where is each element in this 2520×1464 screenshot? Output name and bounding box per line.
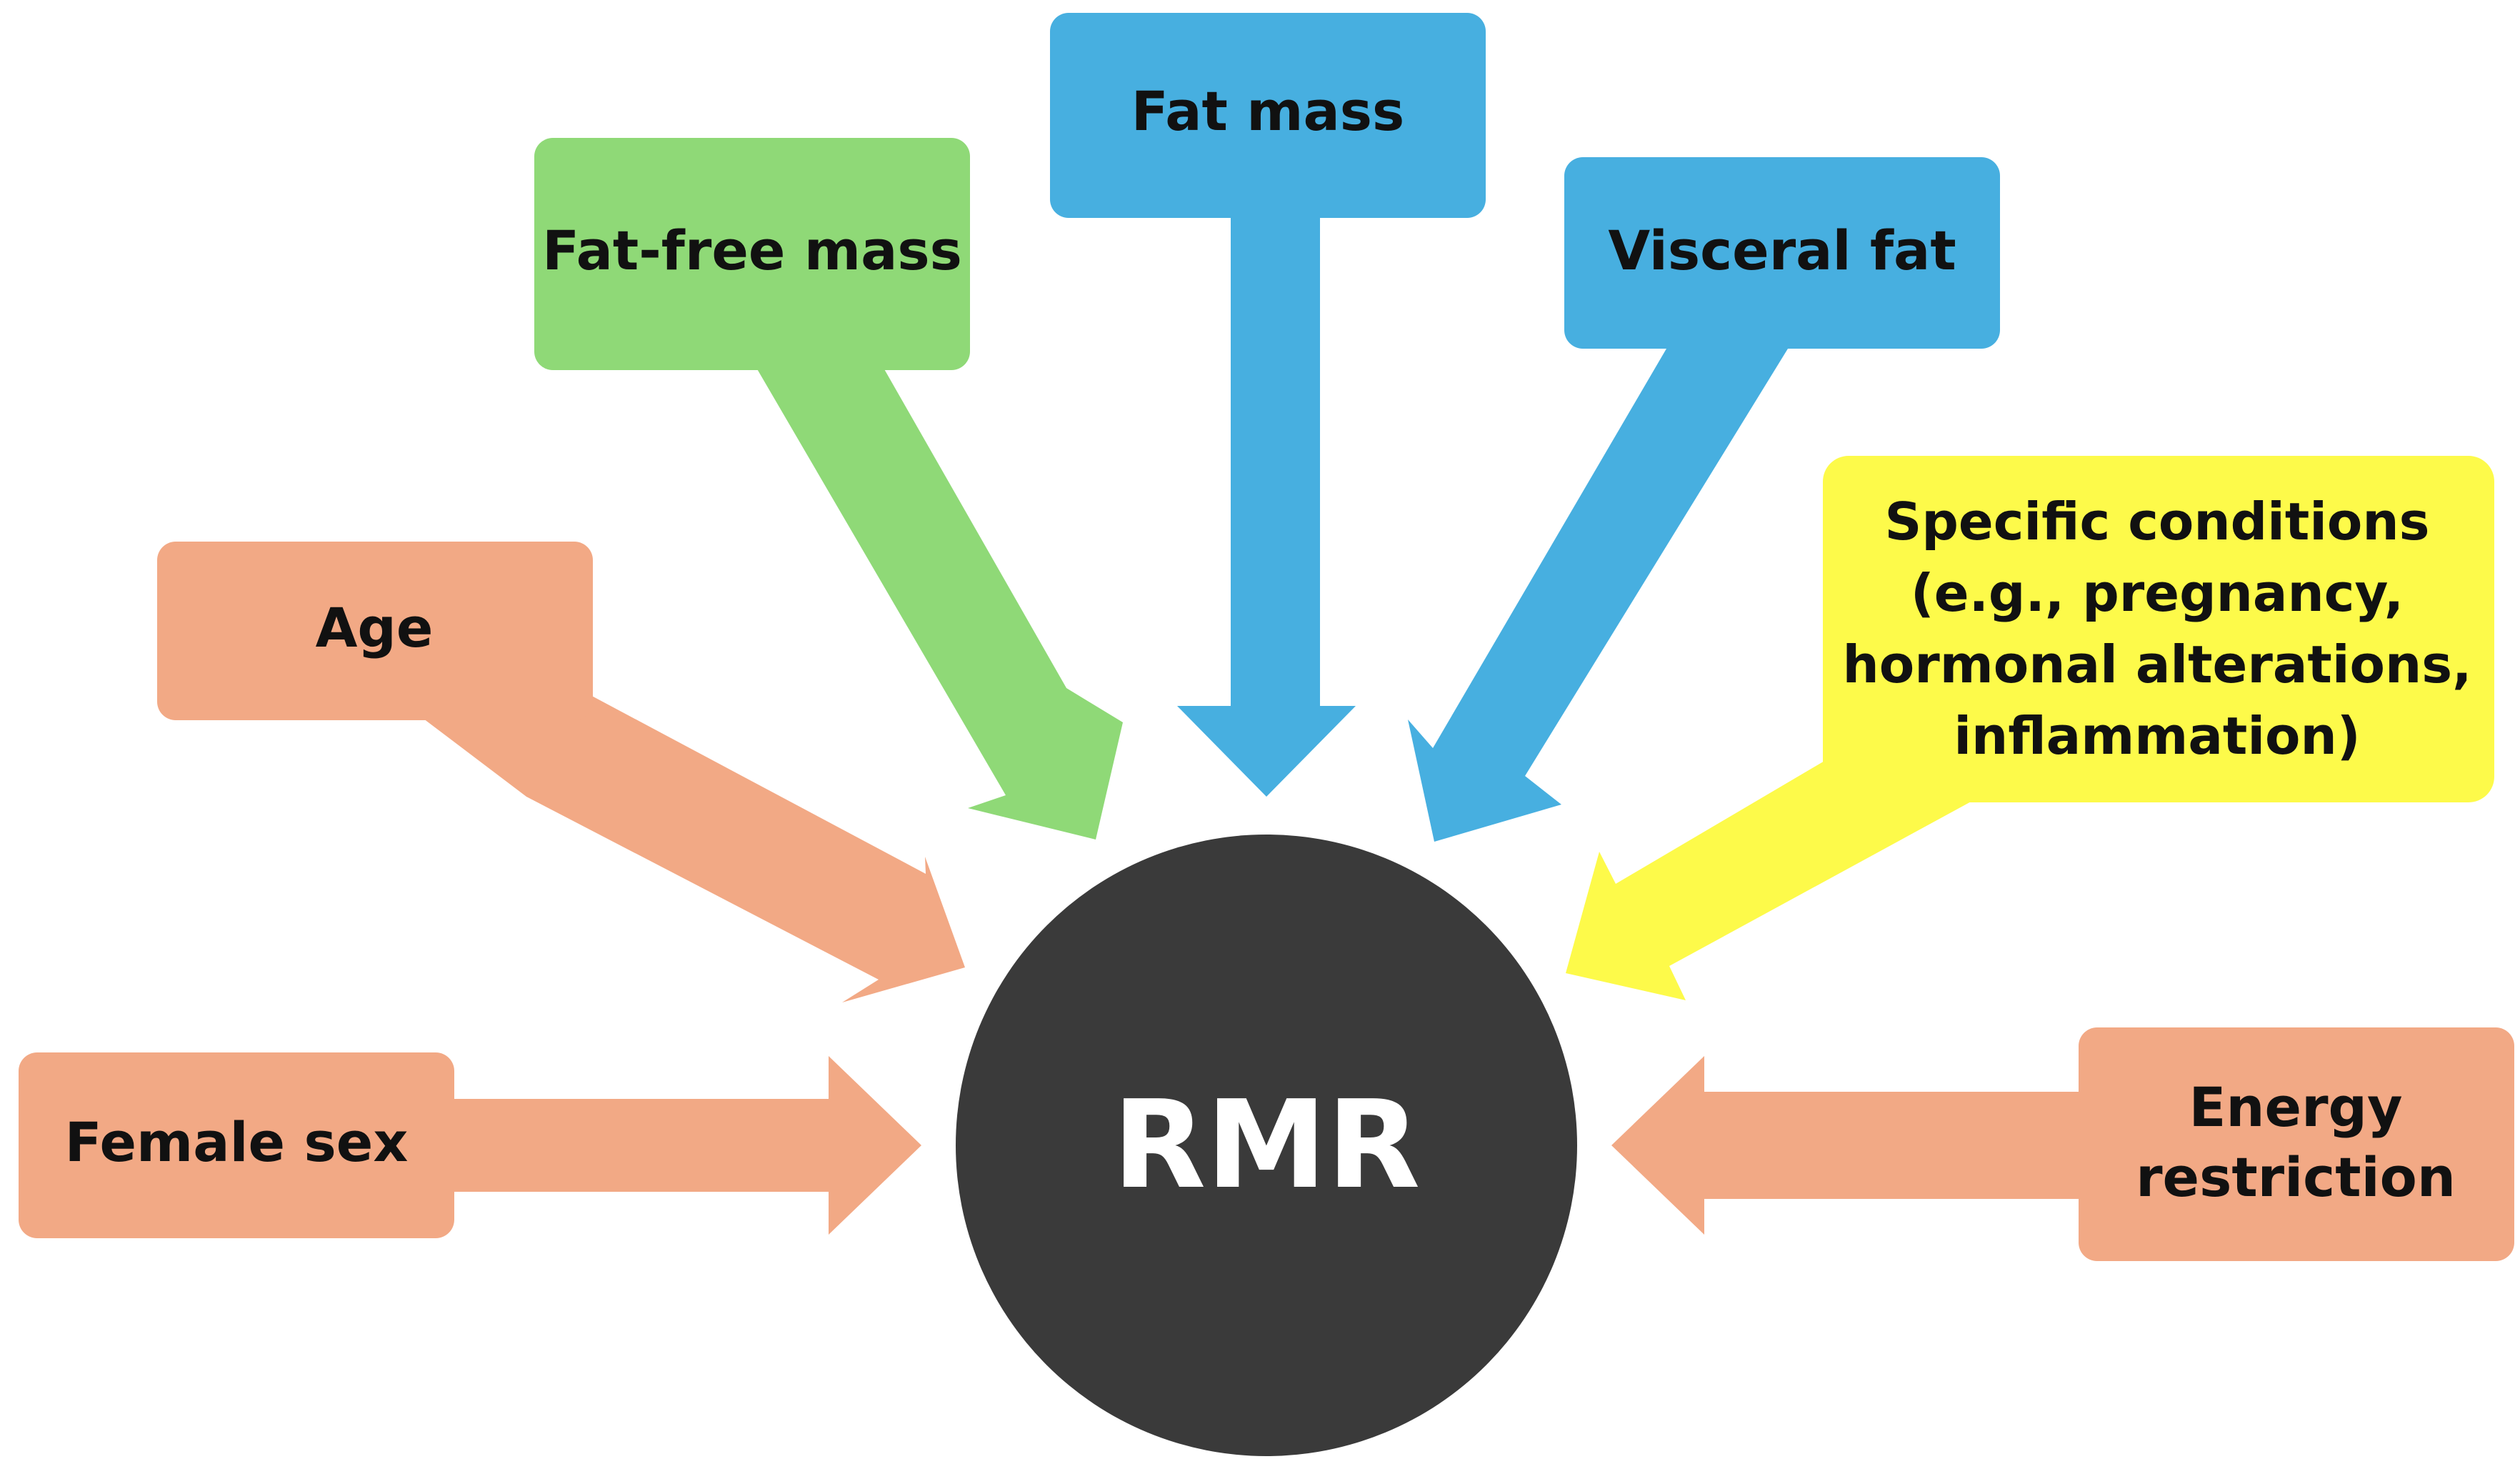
label-line: inflammation) xyxy=(1954,706,2360,766)
rmr-circle xyxy=(956,835,1577,1456)
label-line: Female sex xyxy=(65,1110,409,1174)
arrow-visceral-fat xyxy=(1408,349,1788,842)
label-visceral-fat: Visceral fat xyxy=(1608,219,1956,282)
box-visceral-fat xyxy=(1564,157,2000,349)
box-specific-conditions xyxy=(1823,456,2494,802)
label-line: (e.g., pregnancy, xyxy=(1911,563,2404,623)
label-line: Fat mass xyxy=(1131,79,1405,143)
label-fat-free-mass: Fat-free mass xyxy=(542,219,962,282)
box-fat-mass xyxy=(1050,13,1486,218)
label-specific-conditions: Specific conditions (e.g., pregnancy, horm… xyxy=(1843,492,2472,766)
label-fat-mass: Fat mass xyxy=(1131,79,1405,143)
label-line: restriction xyxy=(2136,1145,2456,1209)
arrow-fat-mass xyxy=(1177,214,1356,797)
box-energy-restriction xyxy=(2079,1027,2514,1261)
label-age: Age xyxy=(316,596,434,659)
label-line: Specific conditions xyxy=(1885,492,2430,552)
arrow-energy-restriction xyxy=(1611,1056,2093,1235)
box-age xyxy=(157,542,593,720)
label-line: Age xyxy=(316,596,434,659)
label-female-sex: Female sex xyxy=(65,1110,409,1174)
label-line: Energy xyxy=(2189,1075,2403,1139)
rmr-label: RMR xyxy=(1113,1075,1421,1216)
arrow-specific-conditions xyxy=(1566,758,1974,1000)
label-line: hormonal alterations, xyxy=(1843,634,2472,694)
arrow-age xyxy=(424,694,965,1002)
box-fat-free-mass xyxy=(534,138,970,370)
label-line: Visceral fat xyxy=(1608,219,1956,282)
arrow-fat-free-mass xyxy=(754,363,1123,840)
label-line: Fat-free mass xyxy=(542,219,962,282)
box-female-sex xyxy=(19,1052,454,1238)
arrow-female-sex xyxy=(449,1056,921,1235)
